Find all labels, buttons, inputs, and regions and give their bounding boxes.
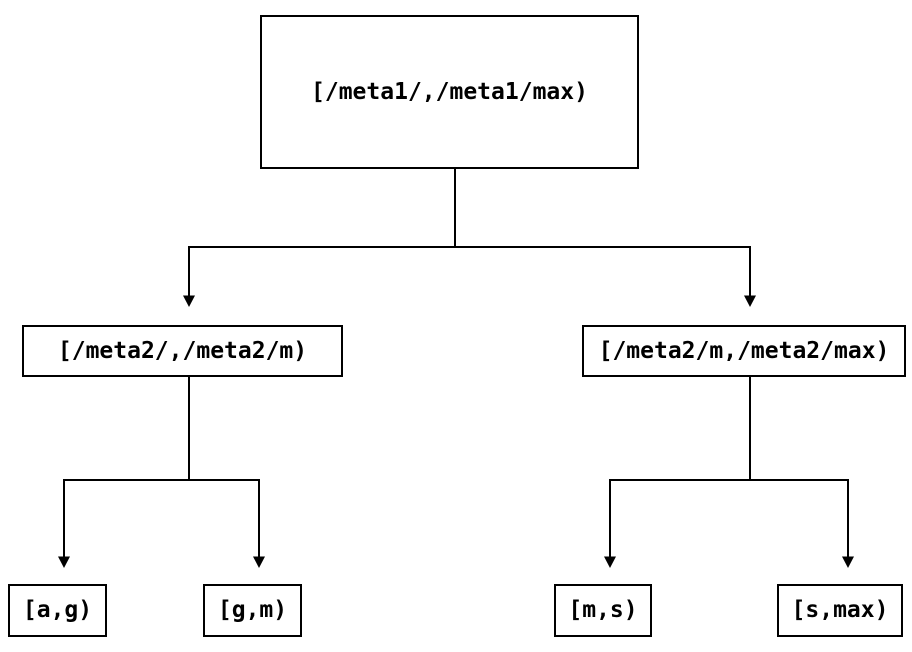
tree-node-leaf-ag: [a,g) [8, 584, 107, 637]
tree-node-leaf-ms: [m,s) [554, 584, 652, 637]
arrowhead-leaf-smax-icon [842, 556, 854, 568]
tree-node-root: [/meta1/,/meta1/max) [260, 15, 639, 169]
edge-lines [63, 169, 849, 557]
arrowhead-right2-icon [744, 295, 756, 307]
tree-node-leaf-smax: [s,max) [777, 584, 903, 637]
tree-node-leaf-gm: [g,m) [203, 584, 302, 637]
arrowhead-leaf-gm-icon [253, 556, 265, 568]
arrowhead-leaf-ms-icon [604, 556, 616, 568]
arrowhead-left2-icon [183, 295, 195, 307]
arrowheads [58, 295, 854, 568]
tree-node-meta2-high: [/meta2/m,/meta2/max) [582, 325, 906, 377]
arrowhead-leaf-ag-icon [58, 556, 70, 568]
tree-node-meta2-low: [/meta2/,/meta2/m) [22, 325, 343, 377]
